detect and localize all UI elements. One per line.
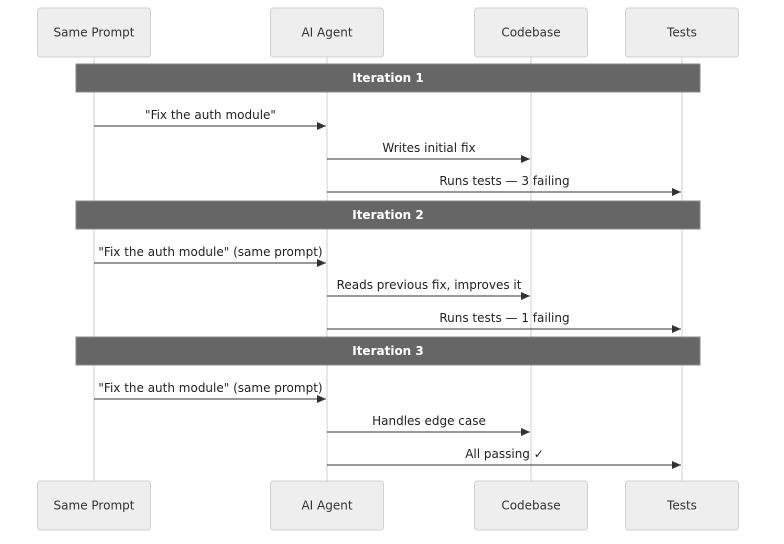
message-3-2: Handles edge case bbox=[327, 414, 530, 436]
message-2-1: "Fix the auth module" (same prompt) bbox=[94, 245, 326, 267]
participant-box bbox=[625, 7, 739, 58]
participant-box bbox=[270, 480, 384, 531]
messages: "Fix the auth module" Writes initial fixR… bbox=[94, 108, 681, 469]
participant-agent-top: AI Agent bbox=[270, 7, 384, 58]
message-1-3: Runs tests — 3 failing bbox=[327, 174, 681, 196]
participant-box bbox=[625, 480, 739, 531]
message-label: All passing ✓ bbox=[465, 447, 544, 461]
participant-box bbox=[37, 7, 151, 58]
participant-box bbox=[37, 480, 151, 531]
message-3-1: "Fix the auth module" (same prompt) bbox=[94, 381, 326, 403]
participant-agent-bottom: AI Agent bbox=[270, 480, 384, 531]
iteration-label: Iteration 3 bbox=[352, 344, 424, 358]
iteration-label: Iteration 2 bbox=[352, 208, 424, 222]
participant-box bbox=[474, 480, 588, 531]
participant-label: Tests bbox=[666, 499, 697, 513]
iteration-banner-box bbox=[75, 63, 701, 93]
participant-label: Same Prompt bbox=[54, 26, 135, 40]
message-2-2: Reads previous fix, improves it bbox=[327, 278, 530, 300]
message-label: "Fix the auth module" (same prompt) bbox=[98, 245, 322, 259]
participant-tests-top: Tests bbox=[625, 7, 739, 58]
iteration-banners: Iteration 1 Iteration 2 Iteration 3 bbox=[75, 63, 701, 366]
participant-label: Tests bbox=[666, 26, 697, 40]
message-label: Writes initial fix bbox=[382, 141, 475, 155]
message-label: Runs tests — 1 failing bbox=[439, 311, 569, 325]
message-label: "Fix the auth module" bbox=[145, 108, 276, 122]
message-label: Handles edge case bbox=[372, 414, 486, 428]
iteration-banner-2: Iteration 2 bbox=[75, 200, 701, 230]
iteration-banner-3: Iteration 3 bbox=[75, 336, 701, 366]
message-1-2: Writes initial fix bbox=[327, 141, 530, 163]
participant-box bbox=[270, 7, 384, 58]
lifelines bbox=[93, 57, 683, 481]
message-2-3: Runs tests — 1 failing bbox=[327, 311, 681, 333]
participant-label: AI Agent bbox=[301, 499, 352, 513]
iteration-label: Iteration 1 bbox=[352, 71, 424, 85]
message-label: Runs tests — 3 failing bbox=[439, 174, 569, 188]
message-1-1: "Fix the auth module" bbox=[94, 108, 326, 130]
participant-box bbox=[474, 7, 588, 58]
participant-label: Codebase bbox=[501, 499, 560, 513]
iteration-banner-box bbox=[75, 336, 701, 366]
message-label: "Fix the auth module" (same prompt) bbox=[98, 381, 322, 395]
participant-label: AI Agent bbox=[301, 26, 352, 40]
participant-codebase-bottom: Codebase bbox=[474, 480, 588, 531]
participant-tests-bottom: Tests bbox=[625, 480, 739, 531]
message-3-3: All passing ✓ bbox=[327, 447, 681, 469]
participant-prompt-top: Same Prompt bbox=[37, 7, 151, 58]
participant-label: Codebase bbox=[501, 26, 560, 40]
participant-codebase-top: Codebase bbox=[474, 7, 588, 58]
participant-prompt-bottom: Same Prompt bbox=[37, 480, 151, 531]
message-label: Reads previous fix, improves it bbox=[337, 278, 522, 292]
iteration-banner-1: Iteration 1 bbox=[75, 63, 701, 93]
iteration-banner-box bbox=[75, 200, 701, 230]
participant-label: Same Prompt bbox=[54, 499, 135, 513]
